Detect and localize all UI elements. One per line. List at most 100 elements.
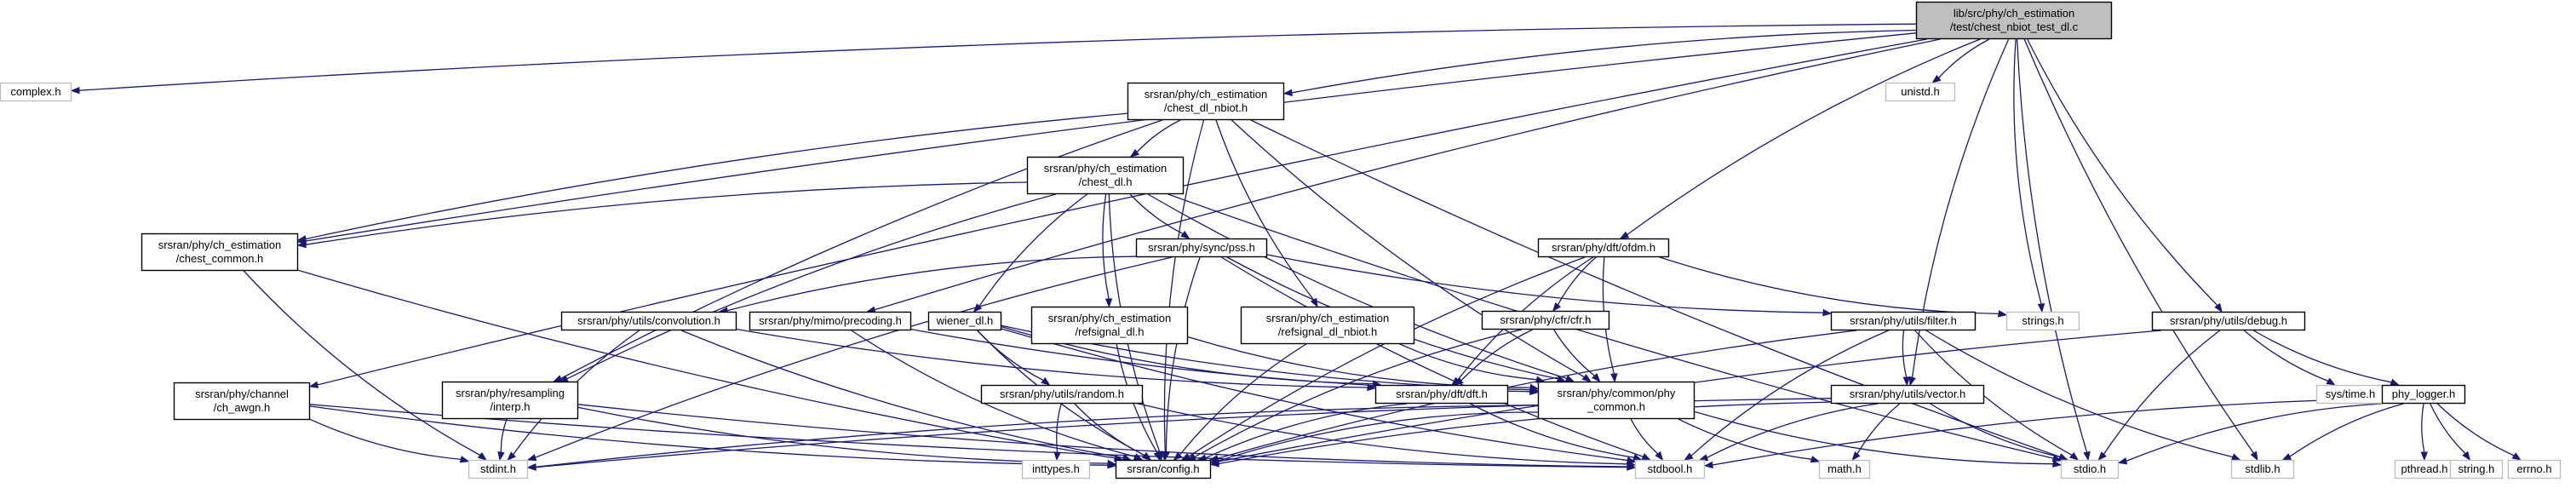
edge-line [1220, 256, 1644, 457]
node-refsignal_dl_nbiot[interactable]: srsran/phy/ch_estimation/refsignal_dl_nb… [1240, 306, 1415, 345]
node-label: stdio.h [2074, 462, 2106, 475]
node-chest_dl_nbiot[interactable]: srsran/phy/ch_estimation/chest_dl_nbiot.… [1127, 82, 1285, 121]
node-interp[interactable]: srsran/phy/resampling/interp.h [441, 381, 579, 420]
node-box [1915, 1, 2113, 40]
node-label: srsran/phy/channel [195, 388, 289, 400]
edge-chest_dl-to-refsignal_dl [1102, 193, 1113, 308]
edge-line [1630, 418, 1659, 455]
edge-filter-to-vector [1902, 330, 1910, 387]
edge-line [1188, 256, 1586, 457]
edge-chest_dl_nbiot-to-chest_common [296, 112, 1128, 243]
node-pss[interactable]: srsran/phy/sync/pss.h [1135, 238, 1268, 258]
edge-ofdm-to-strings [1659, 256, 2008, 318]
edge-filter-to-stdbool [1684, 330, 1889, 461]
node-vector[interactable]: srsran/phy/utils/vector.h [1830, 384, 1985, 405]
edge-arrowhead [1592, 373, 1601, 383]
node-precoding[interactable]: srsran/phy/mimo/precoding.h [749, 311, 912, 331]
node-wiener[interactable]: wiener_dl.h [927, 311, 1002, 331]
edge-arrowhead [1180, 452, 1191, 461]
node-dft[interactable]: srsran/phy/dft/dft.h [1374, 384, 1509, 405]
edge-cfr-to-dft [1454, 329, 1533, 386]
node-label: srsran/phy/dft/dft.h [1396, 388, 1488, 400]
node-phy_logger[interactable]: phy_logger.h [2381, 384, 2466, 405]
edge-line [1136, 119, 1181, 153]
edge-line [305, 181, 1028, 245]
edge-arrowhead [2057, 453, 2068, 461]
node-complex: complex.h [0, 82, 72, 102]
node-errno: errno.h [2507, 459, 2562, 479]
node-cfr[interactable]: srsran/phy/cfr/cfr.h [1481, 310, 1610, 330]
edge-phy_common-to-stdbool [1630, 418, 1664, 462]
edge-arrowhead [1180, 230, 1190, 239]
node-label: pthread.h [2401, 462, 2448, 475]
edge-arrowhead [2326, 377, 2336, 386]
edge-arrowhead [2511, 452, 2521, 461]
edge-random-to-config [1074, 403, 1152, 461]
node-label: /chest_common.h [176, 252, 264, 265]
edge-line [1163, 119, 1205, 453]
node-ofdm[interactable]: srsran/phy/dft/ofdm.h [1537, 238, 1670, 258]
edge-line [1056, 403, 1062, 453]
node-box [2151, 311, 2306, 331]
edge-vector-to-math [1851, 403, 1901, 462]
edge-arrowhead [459, 456, 470, 463]
node-label: stdlib.h [2245, 462, 2280, 475]
node-box [1115, 459, 1212, 479]
node-box [441, 381, 579, 420]
edge-chest_dl-to-phy_common [1147, 193, 1575, 382]
node-box [1830, 384, 1985, 405]
edge-arrowhead [1997, 310, 2008, 318]
node-box [1481, 310, 1610, 330]
node-label: stdbool.h [1648, 462, 1693, 475]
node-box [1885, 82, 1956, 102]
node-box [1830, 311, 1976, 331]
edge-arrowhead [526, 463, 536, 471]
edge-arrowhead [2462, 451, 2471, 462]
node-root[interactable]: lib/src/phy/ch_estimation/test/chest_nbi… [1915, 1, 2113, 40]
edge-arrowhead [2097, 451, 2107, 462]
edge-pss-to-filter [1266, 254, 1833, 317]
edge-phy_logger-to-string [2430, 403, 2471, 462]
edge-arrowhead [1902, 376, 1910, 387]
edge-arrowhead [1908, 376, 1916, 387]
edge-arrowhead [1104, 298, 1113, 308]
edge-line [305, 32, 1917, 242]
edge-chest_dl-to-pss [1129, 193, 1190, 239]
edge-line [2013, 38, 2042, 305]
edge-line [1856, 403, 1901, 455]
node-box [1030, 306, 1189, 345]
edge-line [1205, 403, 1408, 459]
edge-ofdm-to-cfr [1552, 256, 1597, 313]
edge-line [1925, 330, 2234, 458]
node-debug[interactable]: srsran/phy/utils/debug.h [2151, 311, 2306, 331]
edge-line [1215, 119, 1315, 301]
edge-chest_common-to-stdint [243, 270, 487, 461]
edge-vector-to-stdio [1930, 403, 2068, 461]
edge-interp-to-stdint [497, 418, 508, 462]
edge-line [1659, 256, 1999, 315]
node-config[interactable]: srsran/config.h [1115, 459, 1212, 479]
edge-refsignal_dl_nbiot-to-config [1173, 343, 1307, 461]
node-box [173, 382, 311, 421]
edge-arrowhead [1129, 148, 1140, 158]
node-convolution[interactable]: srsran/phy/utils/convolution.h [560, 311, 737, 331]
node-stdint: stdint.h [468, 459, 529, 479]
node-label: srsran/phy/ch_estimation [158, 238, 282, 251]
edge-arrowhead [1529, 383, 1540, 392]
nodes-layer: lib/src/phy/ch_estimation/test/chest_nbi… [0, 1, 2562, 479]
node-refsignal_dl[interactable]: srsran/phy/ch_estimation/refsignal_dl.h [1030, 306, 1189, 345]
edge-arrowhead [1367, 383, 1377, 392]
edge-line [2126, 403, 2383, 462]
edge-line [851, 330, 1136, 457]
node-chest_dl[interactable]: srsran/phy/ch_estimation/chest_dl.h [1026, 156, 1185, 195]
node-ch_awgn[interactable]: srsran/phy/channel/ch_awgn.h [173, 382, 311, 421]
node-random[interactable]: srsran/phy/utils/random.h [980, 384, 1144, 405]
node-chest_common[interactable]: srsran/phy/ch_estimation/chest_common.h [141, 233, 299, 272]
edge-line [1678, 418, 1812, 460]
node-phy_common[interactable]: srsran/phy/common/phy_common.h [1537, 381, 1695, 420]
node-filter[interactable]: srsran/phy/utils/filter.h [1830, 311, 1976, 331]
edge-root-to-stdio [2017, 38, 2091, 462]
edge-arrowhead [497, 451, 505, 462]
node-label: srsran/phy/utils/random.h [1000, 388, 1124, 400]
node-box [1537, 238, 1670, 258]
